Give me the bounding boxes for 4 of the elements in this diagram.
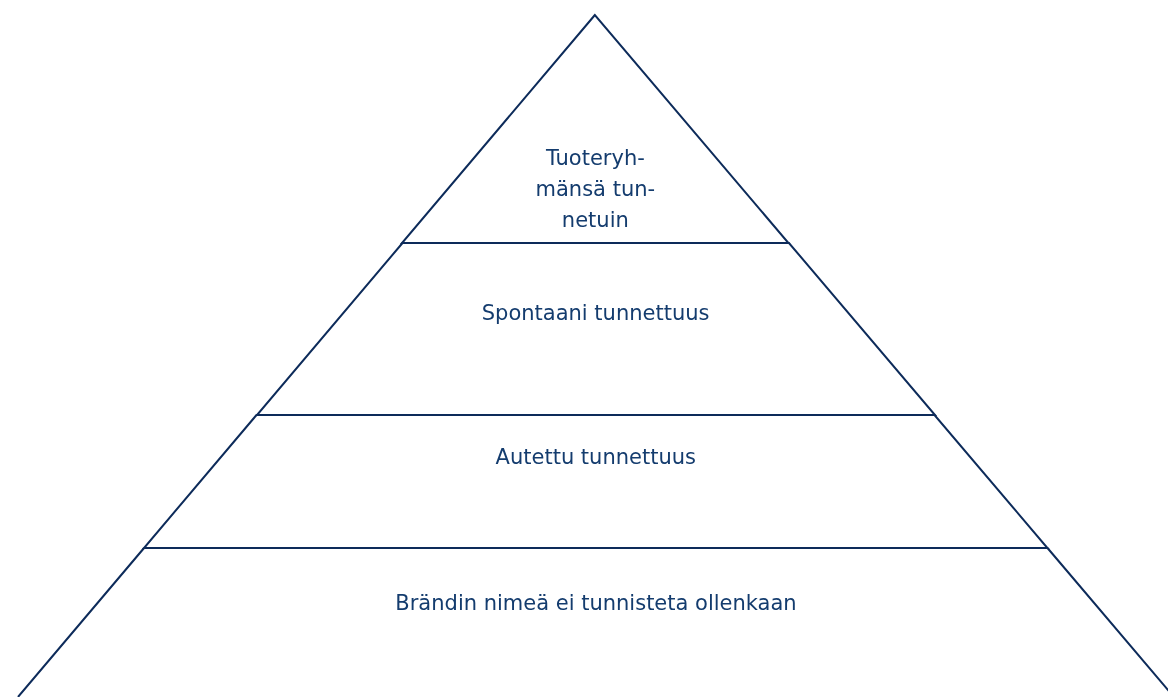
level-label: Autettu tunnettuus [494, 444, 697, 471]
level-label: Brändin nimeä ei tunnisteta ollenkaan [394, 590, 798, 617]
level-label: Spontaani tunnettuus [480, 300, 711, 327]
level-label: Tuoteryh- mänsä tun- netuin [534, 145, 657, 234]
